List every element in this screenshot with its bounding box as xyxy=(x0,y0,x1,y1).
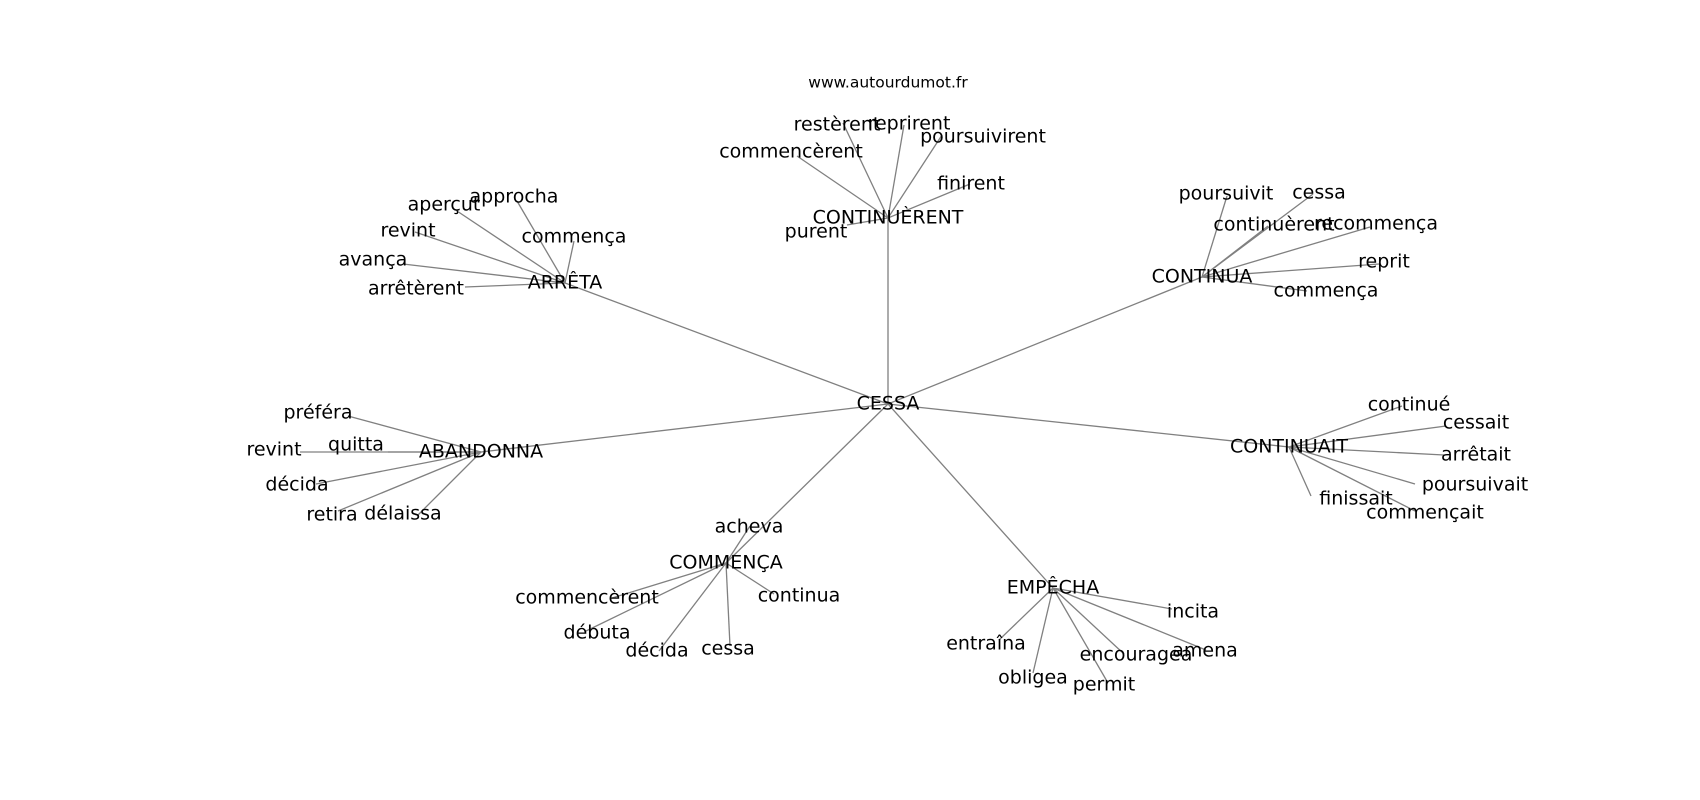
hub-word-node[interactable]: ABANDONNA xyxy=(419,441,543,463)
leaf-word-node[interactable]: commencèrent xyxy=(515,587,659,609)
edge-hub-to-leaf xyxy=(315,451,482,485)
leaf-word-node[interactable]: avança xyxy=(339,249,408,271)
edge-hub-to-leaf xyxy=(1288,405,1403,448)
edge-center-to-hub xyxy=(887,403,1290,448)
leaf-word-node[interactable]: recommença xyxy=(1314,213,1438,235)
leaf-word-node[interactable]: permit xyxy=(1073,674,1135,696)
leaf-word-node[interactable]: commençait xyxy=(1366,502,1484,524)
leaf-word-node[interactable]: commença xyxy=(1274,280,1379,302)
leaf-word-node[interactable]: encouragea xyxy=(1080,644,1193,666)
leaf-word-node[interactable]: quitta xyxy=(328,434,384,456)
leaf-word-node[interactable]: aperçut xyxy=(408,194,481,216)
hub-word-node[interactable]: ARRÊTA xyxy=(528,271,603,294)
leaf-word-node[interactable]: continué xyxy=(1368,394,1451,416)
leaf-word-node[interactable]: décida xyxy=(265,474,328,496)
leaf-word-node[interactable]: amena xyxy=(1172,640,1238,662)
edge-center-to-hub xyxy=(887,276,1203,405)
edge-hub-to-leaf xyxy=(842,122,889,219)
leaf-word-node[interactable]: continuèrent xyxy=(1213,214,1334,236)
leaf-word-node[interactable]: finissait xyxy=(1319,488,1392,510)
leaf-word-node[interactable]: obligea xyxy=(998,667,1068,689)
leaf-word-node[interactable]: arrêtait xyxy=(1441,444,1511,466)
hub-word-node[interactable]: EMPÊCHA xyxy=(1007,576,1099,599)
edge-hub-to-leaf xyxy=(1288,425,1447,448)
edge-hub-to-leaf xyxy=(1288,446,1312,497)
leaf-word-node[interactable]: commença xyxy=(522,226,627,248)
leaf-word-node[interactable]: délaissa xyxy=(364,503,441,525)
leaf-word-node[interactable]: décida xyxy=(625,640,688,662)
leaf-word-node[interactable]: poursuivirent xyxy=(920,126,1046,148)
edge-hub-to-leaf xyxy=(725,562,731,647)
edge-hub-to-leaf xyxy=(464,282,566,288)
leaf-word-node[interactable]: purent xyxy=(785,221,848,243)
leaf-word-node[interactable]: cessa xyxy=(1292,182,1346,204)
hub-word-node[interactable]: CONTINUÈRENT xyxy=(813,206,964,229)
edge-hub-to-leaf xyxy=(887,134,943,219)
site-url[interactable]: www.autourdumot.fr xyxy=(808,74,968,92)
edge-hub-to-leaf xyxy=(347,415,482,453)
edge-hub-to-leaf xyxy=(658,562,727,652)
edge-hub-to-leaf xyxy=(1288,446,1445,456)
leaf-word-node[interactable]: incita xyxy=(1167,601,1219,623)
edge-hub-to-leaf xyxy=(1201,225,1269,278)
hub-word-node[interactable]: CONTINUA xyxy=(1152,266,1253,288)
leaf-word-node[interactable]: arrêtèrent xyxy=(368,278,464,300)
hub-word-node[interactable]: COMMENÇA xyxy=(669,552,783,574)
edge-hub-to-leaf xyxy=(1288,446,1416,512)
edge-hub-to-leaf xyxy=(796,155,889,219)
edge-hub-to-leaf xyxy=(516,200,566,284)
edge-hub-to-leaf xyxy=(1052,587,1207,651)
edge-hub-to-leaf xyxy=(1052,587,1125,655)
edge-hub-to-leaf xyxy=(725,562,775,595)
edge-center-to-hub xyxy=(725,403,889,564)
edge-hub-to-leaf xyxy=(887,124,905,219)
graph-labels: www.autourdumot.fr restèrentreprirentpou… xyxy=(246,74,1528,696)
leaf-word-node[interactable]: cessa xyxy=(701,638,755,660)
edge-hub-to-leaf xyxy=(725,525,751,564)
edge-hub-to-leaf xyxy=(1052,587,1109,684)
edge-center-to-hub xyxy=(887,403,1054,589)
edge-hub-to-leaf xyxy=(887,183,971,219)
edge-hub-to-leaf xyxy=(998,587,1054,641)
edge-center-to-hub xyxy=(480,403,889,453)
edge-hub-to-leaf xyxy=(1201,276,1308,292)
edge-hub-to-leaf xyxy=(846,217,889,226)
leaf-word-node[interactable]: débuta xyxy=(564,622,631,644)
edge-hub-to-leaf xyxy=(1032,587,1054,674)
leaf-word-node[interactable]: commencèrent xyxy=(719,141,863,163)
leaf-word-node[interactable]: approcha xyxy=(470,186,559,208)
edge-hub-to-leaf xyxy=(1201,226,1371,278)
hub-word-node[interactable]: CONTINUAIT xyxy=(1230,436,1348,458)
edge-hub-to-leaf xyxy=(564,240,575,284)
edge-hub-to-leaf xyxy=(456,210,566,284)
leaf-word-node[interactable]: entraîna xyxy=(946,633,1026,655)
edge-hub-to-leaf xyxy=(417,451,482,516)
leaf-word-node[interactable]: finirent xyxy=(937,173,1005,195)
leaf-word-node[interactable]: poursuivit xyxy=(1179,183,1274,205)
leaf-word-node[interactable]: reprirent xyxy=(868,113,951,135)
edge-hub-to-leaf xyxy=(611,562,727,599)
edge-hub-to-leaf xyxy=(1288,446,1416,485)
leaf-word-node[interactable]: préféra xyxy=(284,402,353,424)
leaf-word-node[interactable]: reprit xyxy=(1358,251,1410,273)
edge-hub-to-leaf xyxy=(337,451,482,512)
edge-hub-to-leaf xyxy=(414,231,566,284)
leaf-word-node[interactable]: retira xyxy=(306,504,357,526)
leaf-word-node[interactable]: cessait xyxy=(1443,412,1509,434)
graph-edges xyxy=(300,122,1447,684)
edge-hub-to-leaf xyxy=(585,562,727,632)
leaf-word-node[interactable]: revint xyxy=(246,439,301,461)
leaf-word-node[interactable]: restèrent xyxy=(794,114,881,136)
leaf-word-node[interactable]: revint xyxy=(380,220,435,242)
leaf-word-node[interactable]: poursuivait xyxy=(1422,474,1528,496)
edge-hub-to-leaf xyxy=(402,263,566,284)
edge-hub-to-leaf xyxy=(1201,263,1380,278)
edge-hub-to-leaf xyxy=(1201,195,1228,278)
edge-center-to-hub xyxy=(564,282,889,405)
edge-hub-to-leaf xyxy=(1052,587,1173,610)
leaf-word-node[interactable]: acheva xyxy=(715,516,784,538)
leaf-word-node[interactable]: continua xyxy=(758,585,841,607)
center-word-node[interactable]: CESSA xyxy=(857,393,920,415)
